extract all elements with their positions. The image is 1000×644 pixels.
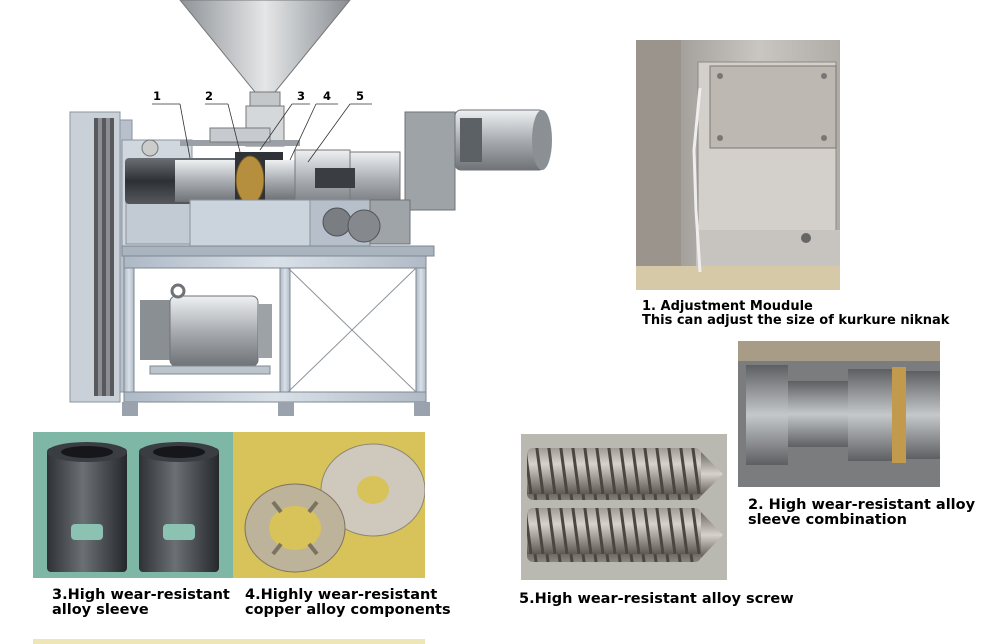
callout-4: 4 (323, 89, 332, 103)
alloy-sleeve-photo (33, 432, 233, 578)
alloy-screw-caption: 5.High wear-resistant alloy screw (519, 591, 794, 607)
sleeve-combination-photo (738, 341, 940, 487)
callout-2: 2 (205, 89, 214, 103)
copper-alloy-caption: 4.Highly wear-resistant copper alloy com… (245, 587, 451, 618)
callout-1: 1 (153, 89, 162, 103)
adjustment-module-caption: 1. Adjustment Moudule This can adjust th… (642, 300, 982, 328)
adjustment-module-photo (636, 40, 840, 290)
callout-5: 5 (356, 89, 365, 103)
alloy-screw-photo (521, 434, 727, 580)
adjustment-module-title: 1. Adjustment Moudule (642, 299, 813, 314)
extruder-machine-illustration (60, 0, 620, 430)
adjustment-module-description: This can adjust the size of kurkure nikn… (642, 313, 950, 328)
callout-3: 3 (297, 89, 306, 103)
sleeve-combination-caption: 2. High wear-resistant alloy sleeve comb… (748, 497, 976, 528)
bottom-cropped-strip (33, 639, 425, 644)
copper-alloy-photo (233, 432, 425, 578)
alloy-sleeve-caption: 3.High wear-resistant alloy sleeve (52, 587, 230, 618)
